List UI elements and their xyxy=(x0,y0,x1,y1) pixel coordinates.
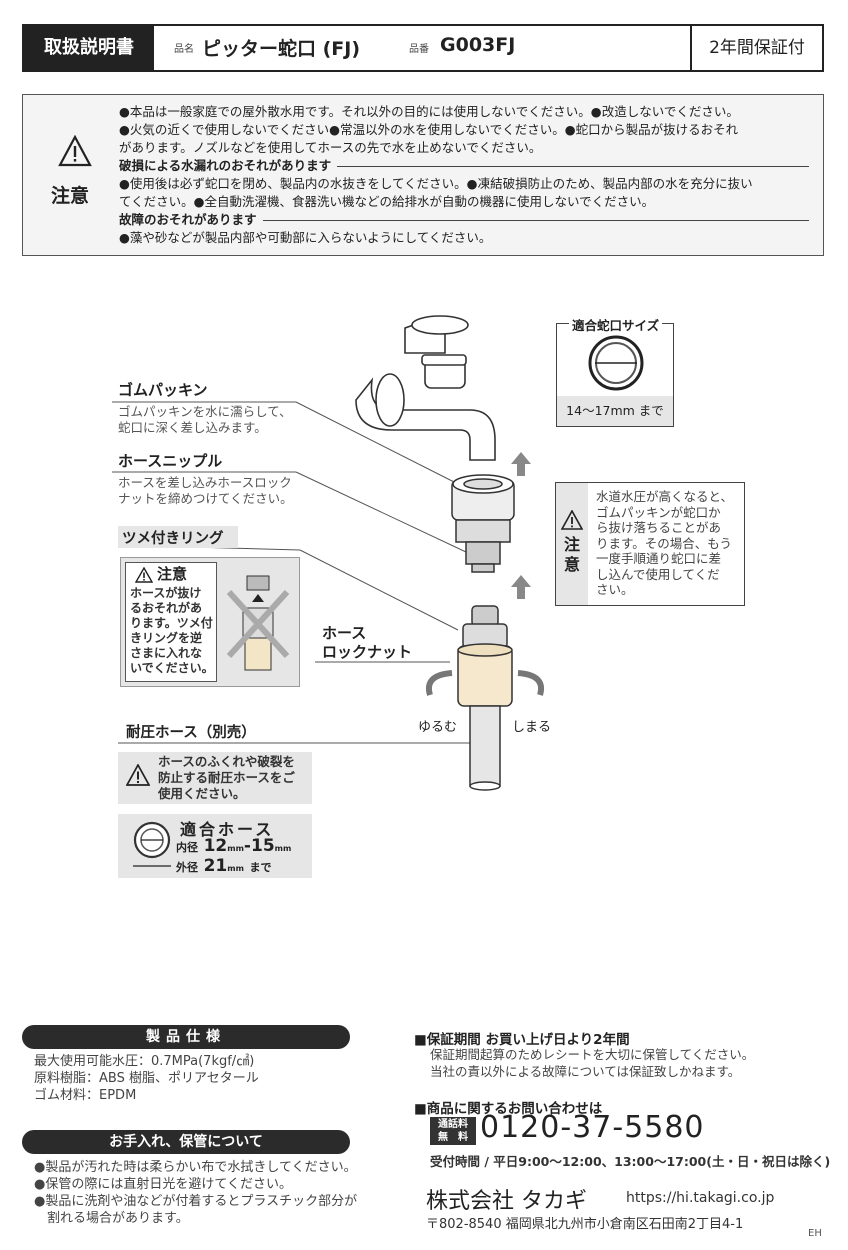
doc-type: 取扱説明書 xyxy=(24,26,154,70)
caution-line: ●使用後は必ず蛇口を閉め、製品内の水抜きをしてください。●凍結破損防止のため、製… xyxy=(119,176,753,191)
assembly-diagram xyxy=(112,315,544,791)
rubber-packing-desc: ゴムパッキンを水に濡らして、蛇口に深く差し込みます。 xyxy=(118,404,292,435)
contact-heading: ■商品に関するお問い合わせは xyxy=(414,1101,603,1117)
side-caution-box: 注意 水道水圧が高くなると、ゴムパッキンが蛇口から抜け落ちることがあります。その… xyxy=(555,482,745,606)
header: 取扱説明書 品名 ピッター蛇口 (FJ) 品番 G003FJ 2年間保証付 xyxy=(22,24,824,72)
lock-nut-label: ホースロックナット xyxy=(322,624,413,661)
caution-text: ●本品は一般家庭での屋外散水用です。それ以外の目的には使用しないでください。●改… xyxy=(119,103,809,247)
faucet-size-box: 適合蛇口サイズ 14～17mm まで xyxy=(556,315,674,427)
specs-list: 最大使用可能水圧：0.7MPa(7kgf/㎠)原料樹脂：ABS 樹脂、ポリアセタ… xyxy=(34,1054,259,1103)
warranty-heading: ■保証期間 お買い上げ日より2年間 xyxy=(414,1032,630,1048)
claw-ring-label: ツメ付きリング xyxy=(122,531,224,547)
fit-hose-outer: 外径 21mm まで xyxy=(176,856,272,876)
care-title: お手入れ、保管について xyxy=(22,1130,350,1154)
company-url[interactable]: https://hi.takagi.co.jp xyxy=(626,1190,775,1206)
pressure-hose-label: 耐圧ホース（別売） xyxy=(126,725,256,741)
product-name: ピッター蛇口 (FJ) xyxy=(202,38,361,60)
name-label: 品名 xyxy=(174,44,194,55)
warning-icon xyxy=(126,764,150,786)
caution-line: があります。ノズルなどを使用してホースの先で水を止めないでください。 xyxy=(119,140,542,155)
phone-number: 0120-37-5580 xyxy=(480,1110,705,1145)
contact-hours: 受付時間 / 平日9:00～12:00、13:00～17:00(土・日・祝日は除… xyxy=(430,1154,831,1169)
claw-caution-text: ホースが抜けるおそれがあります。ツメ付きリングを逆さまに入れないでください。 xyxy=(130,586,214,675)
faucet-size-title: 適合蛇口サイズ xyxy=(569,315,663,334)
warning-icon xyxy=(561,510,583,530)
pressure-hose-note: ホースのふくれや破裂を防止する耐圧ホースをご使用ください。 xyxy=(118,752,312,804)
caution-heading: 破損による水漏れのおそれがあります xyxy=(119,157,809,175)
caution-word: 注意 xyxy=(51,185,90,207)
claw-ring-tag: ツメ付きリング xyxy=(118,526,238,548)
product-code: G003FJ xyxy=(440,34,516,56)
care-list: ●製品が汚れた時は柔らかい布で水拭きしてください。●保管の際には直射日光を避けて… xyxy=(34,1160,358,1226)
size-ring-icon xyxy=(588,335,644,391)
side-caution-word: 注意 xyxy=(564,535,581,574)
code-label: 品番 xyxy=(409,44,429,55)
warning-icon xyxy=(135,567,153,583)
caution-heading: 故障のおそれがあります xyxy=(119,211,809,229)
fit-hose-inner: 内径 12mm-15mm xyxy=(176,836,292,856)
claw-caution-title: 注意 xyxy=(157,565,188,583)
caution-line: てください。●全自動洗濯機、食器洗い機などの給排水が自動の機器に使用しないでくだ… xyxy=(119,194,655,209)
specs-title: 製品仕様 xyxy=(22,1025,350,1049)
fit-hose-title: 適合ホース xyxy=(180,820,275,839)
hose-nipple-desc: ホースを差し込みホースロックナットを締めつけてください。 xyxy=(118,475,293,506)
tighten-label: しまる xyxy=(512,720,552,735)
faucet-size-range: 14～17mm まで xyxy=(557,396,673,426)
rubber-packing-label: ゴムパッキン xyxy=(118,381,208,399)
hose-nipple-label: ホースニップル xyxy=(118,452,223,470)
claw-caution-box: 注意 ホースが抜けるおそれがあります。ツメ付きリングを逆さまに入れないでください… xyxy=(120,557,300,687)
faucet-drawing xyxy=(355,315,496,461)
company-name: 株式会社 タカギ xyxy=(426,1189,587,1214)
caution-line: ●藻や砂などが製品内部や可動部に入らないようにしてください。 xyxy=(119,230,492,245)
side-caution-text: 水道水圧が高くなると、ゴムパッキンが蛇口から抜け落ちることがあります。その場合、… xyxy=(596,489,734,597)
fit-hose-box: 適合ホース 内径 12mm-15mm 外径 21mm まで xyxy=(118,814,312,878)
free-call-badge: 通話料無 料 xyxy=(430,1117,476,1145)
caution-box: 注意 ●本品は一般家庭での屋外散水用です。それ以外の目的には使用しないでください… xyxy=(22,94,824,256)
warning-icon xyxy=(58,135,92,167)
caution-line: ●本品は一般家庭での屋外散水用です。それ以外の目的には使用しないでください。●改… xyxy=(119,104,739,119)
loosen-label: ゆるむ xyxy=(418,720,458,735)
caution-side: 注意 xyxy=(23,95,118,255)
company-address: 〒802-8540 福岡県北九州市小倉南区石田南2丁目4-1 xyxy=(426,1217,744,1232)
hose-section-icon xyxy=(133,821,171,867)
wrong-assembly-icon xyxy=(226,575,290,671)
warranty-text: 保証期間起算のためレシートを大切に保管してください。当社の責以外による故障につい… xyxy=(430,1047,755,1079)
warranty-badge: 2年間保証付 xyxy=(690,26,822,70)
pressure-hose-text: ホースのふくれや破裂を防止する耐圧ホースをご使用ください。 xyxy=(158,754,295,801)
caution-line: ●火気の近くで使用しないでください●常温以外の水を使用しないでください。●蛇口か… xyxy=(119,122,739,137)
doc-code: EH xyxy=(808,1228,822,1239)
